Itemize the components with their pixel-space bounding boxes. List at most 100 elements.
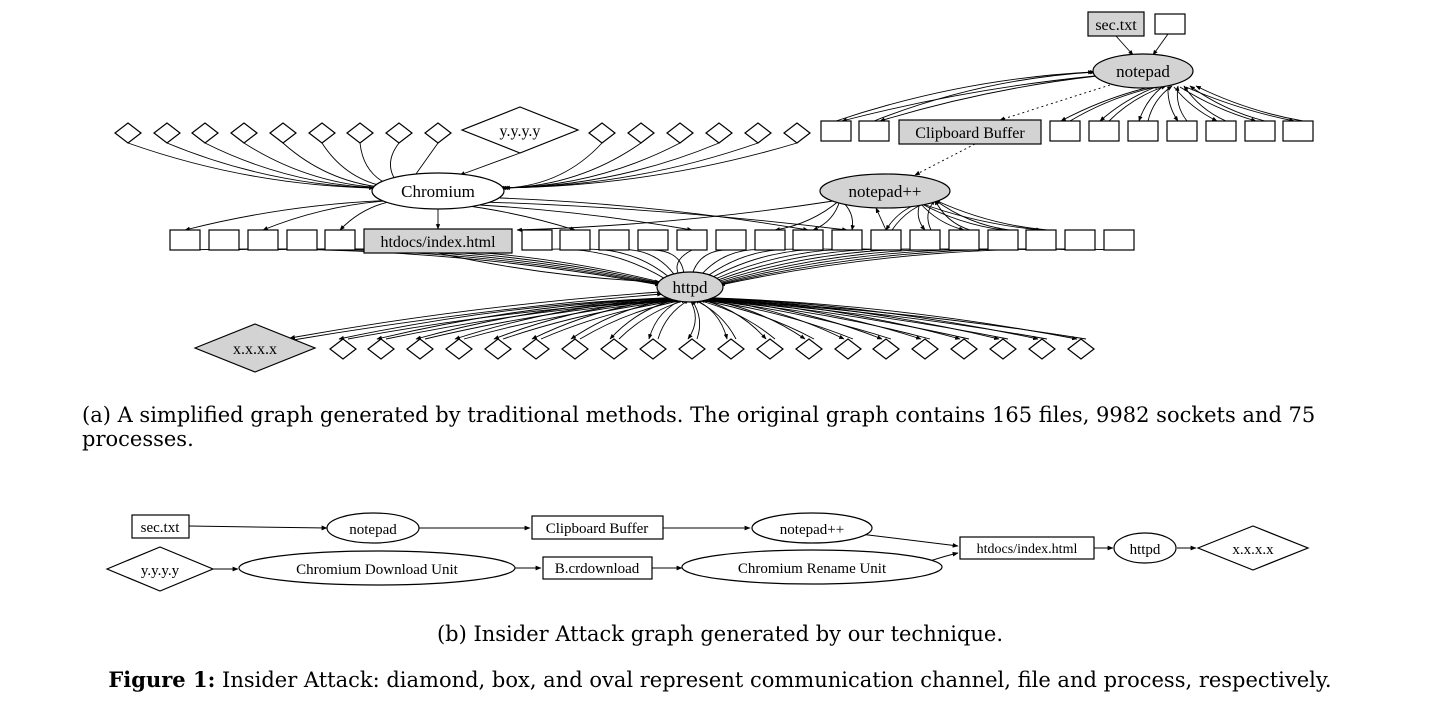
file-node (324, 229, 356, 251)
node-label: htdocs/index.html (977, 542, 1078, 557)
socket-node (522, 338, 550, 360)
socket-node (678, 338, 706, 360)
edge (1099, 86, 1157, 122)
socket-node (744, 122, 772, 144)
graph-a-nodes (114, 13, 1314, 360)
edge (376, 297, 668, 340)
edge (704, 298, 892, 340)
node-a-notepadpp: notepad++ (819, 173, 951, 209)
edge (873, 70, 1096, 122)
file-node (987, 229, 1019, 251)
edge (698, 248, 848, 286)
file-node (948, 229, 980, 251)
edge (516, 199, 841, 233)
edge (1152, 33, 1169, 56)
edge (709, 298, 970, 340)
graph-a-edges (127, 33, 1304, 341)
node-label: notepad++ (849, 182, 922, 201)
node-a-chromium: Chromium (371, 172, 505, 210)
socket-node (406, 338, 434, 360)
node-b-clipboard-buffer: Clipboard Buffer (531, 515, 664, 540)
graph-b-edges (188, 525, 1197, 572)
node-a-htdocs: htdocs/index.html (363, 228, 513, 254)
edge (713, 248, 1042, 286)
node-label: httpd (1130, 542, 1161, 558)
edge (1195, 85, 1304, 122)
socket-node (911, 338, 939, 360)
figure-caption-text: Insider Attack: diamond, box, and oval r… (215, 668, 1332, 692)
edge (127, 142, 375, 191)
edge (1147, 85, 1173, 122)
edge (934, 199, 1010, 231)
edge (223, 248, 664, 287)
edge (1138, 86, 1163, 122)
file-node (247, 229, 279, 251)
edge (706, 298, 931, 340)
node-label: notepad++ (780, 522, 844, 538)
node-label: Chromium Download Unit (296, 562, 458, 578)
socket-node (756, 338, 784, 360)
node-a-httpd: httpd (656, 271, 724, 303)
socket-node (484, 338, 512, 360)
node-label: htdocs/index.html (380, 234, 496, 251)
edge (1185, 86, 1295, 123)
socket-node (872, 338, 900, 360)
node-b-htdocs: htdocs/index.html (959, 536, 1095, 560)
edge (879, 75, 1098, 122)
socket-node (114, 122, 142, 144)
node-label: y.y.y.y (141, 563, 180, 579)
file-node (1282, 120, 1314, 142)
edge (934, 199, 971, 231)
edge (1189, 85, 1266, 122)
edge (714, 298, 1048, 340)
file-node (1049, 120, 1081, 142)
figure-caption: Figure 1: Insider Attack: diamond, box, … (0, 668, 1440, 693)
graph-b: sec.txt notepad Clipboard Buffer notepad… (105, 512, 1310, 592)
caption-a: (a) A simplified graph generated by trad… (82, 403, 1316, 451)
edge (812, 199, 841, 231)
socket-node (230, 122, 258, 144)
edge (618, 299, 687, 340)
file-node (1064, 229, 1096, 251)
file-node (1103, 229, 1135, 251)
edge (719, 248, 1120, 287)
file-node (676, 229, 708, 251)
socket-node (588, 122, 616, 144)
node-label: notepad (349, 522, 397, 538)
edge (459, 152, 521, 176)
file-node (598, 229, 630, 251)
node-a-ip-y: y.y.y.y (460, 106, 580, 154)
node-b-notepadpp: notepad++ (751, 512, 873, 544)
edge (289, 291, 661, 340)
node-label: Chromium (401, 182, 475, 201)
edge (243, 142, 387, 190)
edge (536, 248, 676, 286)
socket-node (1028, 338, 1056, 360)
socket-node (639, 338, 667, 360)
edge (999, 84, 1111, 121)
edge (1183, 85, 1227, 122)
edge (1173, 86, 1218, 122)
socket-node (627, 122, 655, 144)
edge (570, 297, 681, 340)
edge (204, 142, 383, 190)
socket-node (1067, 338, 1095, 360)
socket-node (783, 122, 811, 144)
edge (875, 207, 887, 231)
file-node (286, 229, 318, 251)
socket-node (795, 338, 823, 360)
node-label: y.y.y.y (500, 123, 541, 140)
node-label: Clipboard Buffer (915, 125, 1025, 142)
edge (262, 248, 667, 287)
file-node (637, 229, 669, 251)
edge (717, 298, 1087, 340)
edge (710, 248, 1004, 286)
node-label: notepad (1116, 62, 1170, 81)
edge (691, 299, 701, 340)
file-node (909, 229, 941, 251)
edge (338, 297, 666, 341)
edge (1175, 85, 1188, 122)
node-label: Clipboard Buffer (546, 521, 649, 537)
edge (437, 252, 661, 284)
node-label: sec.txt (141, 520, 181, 536)
